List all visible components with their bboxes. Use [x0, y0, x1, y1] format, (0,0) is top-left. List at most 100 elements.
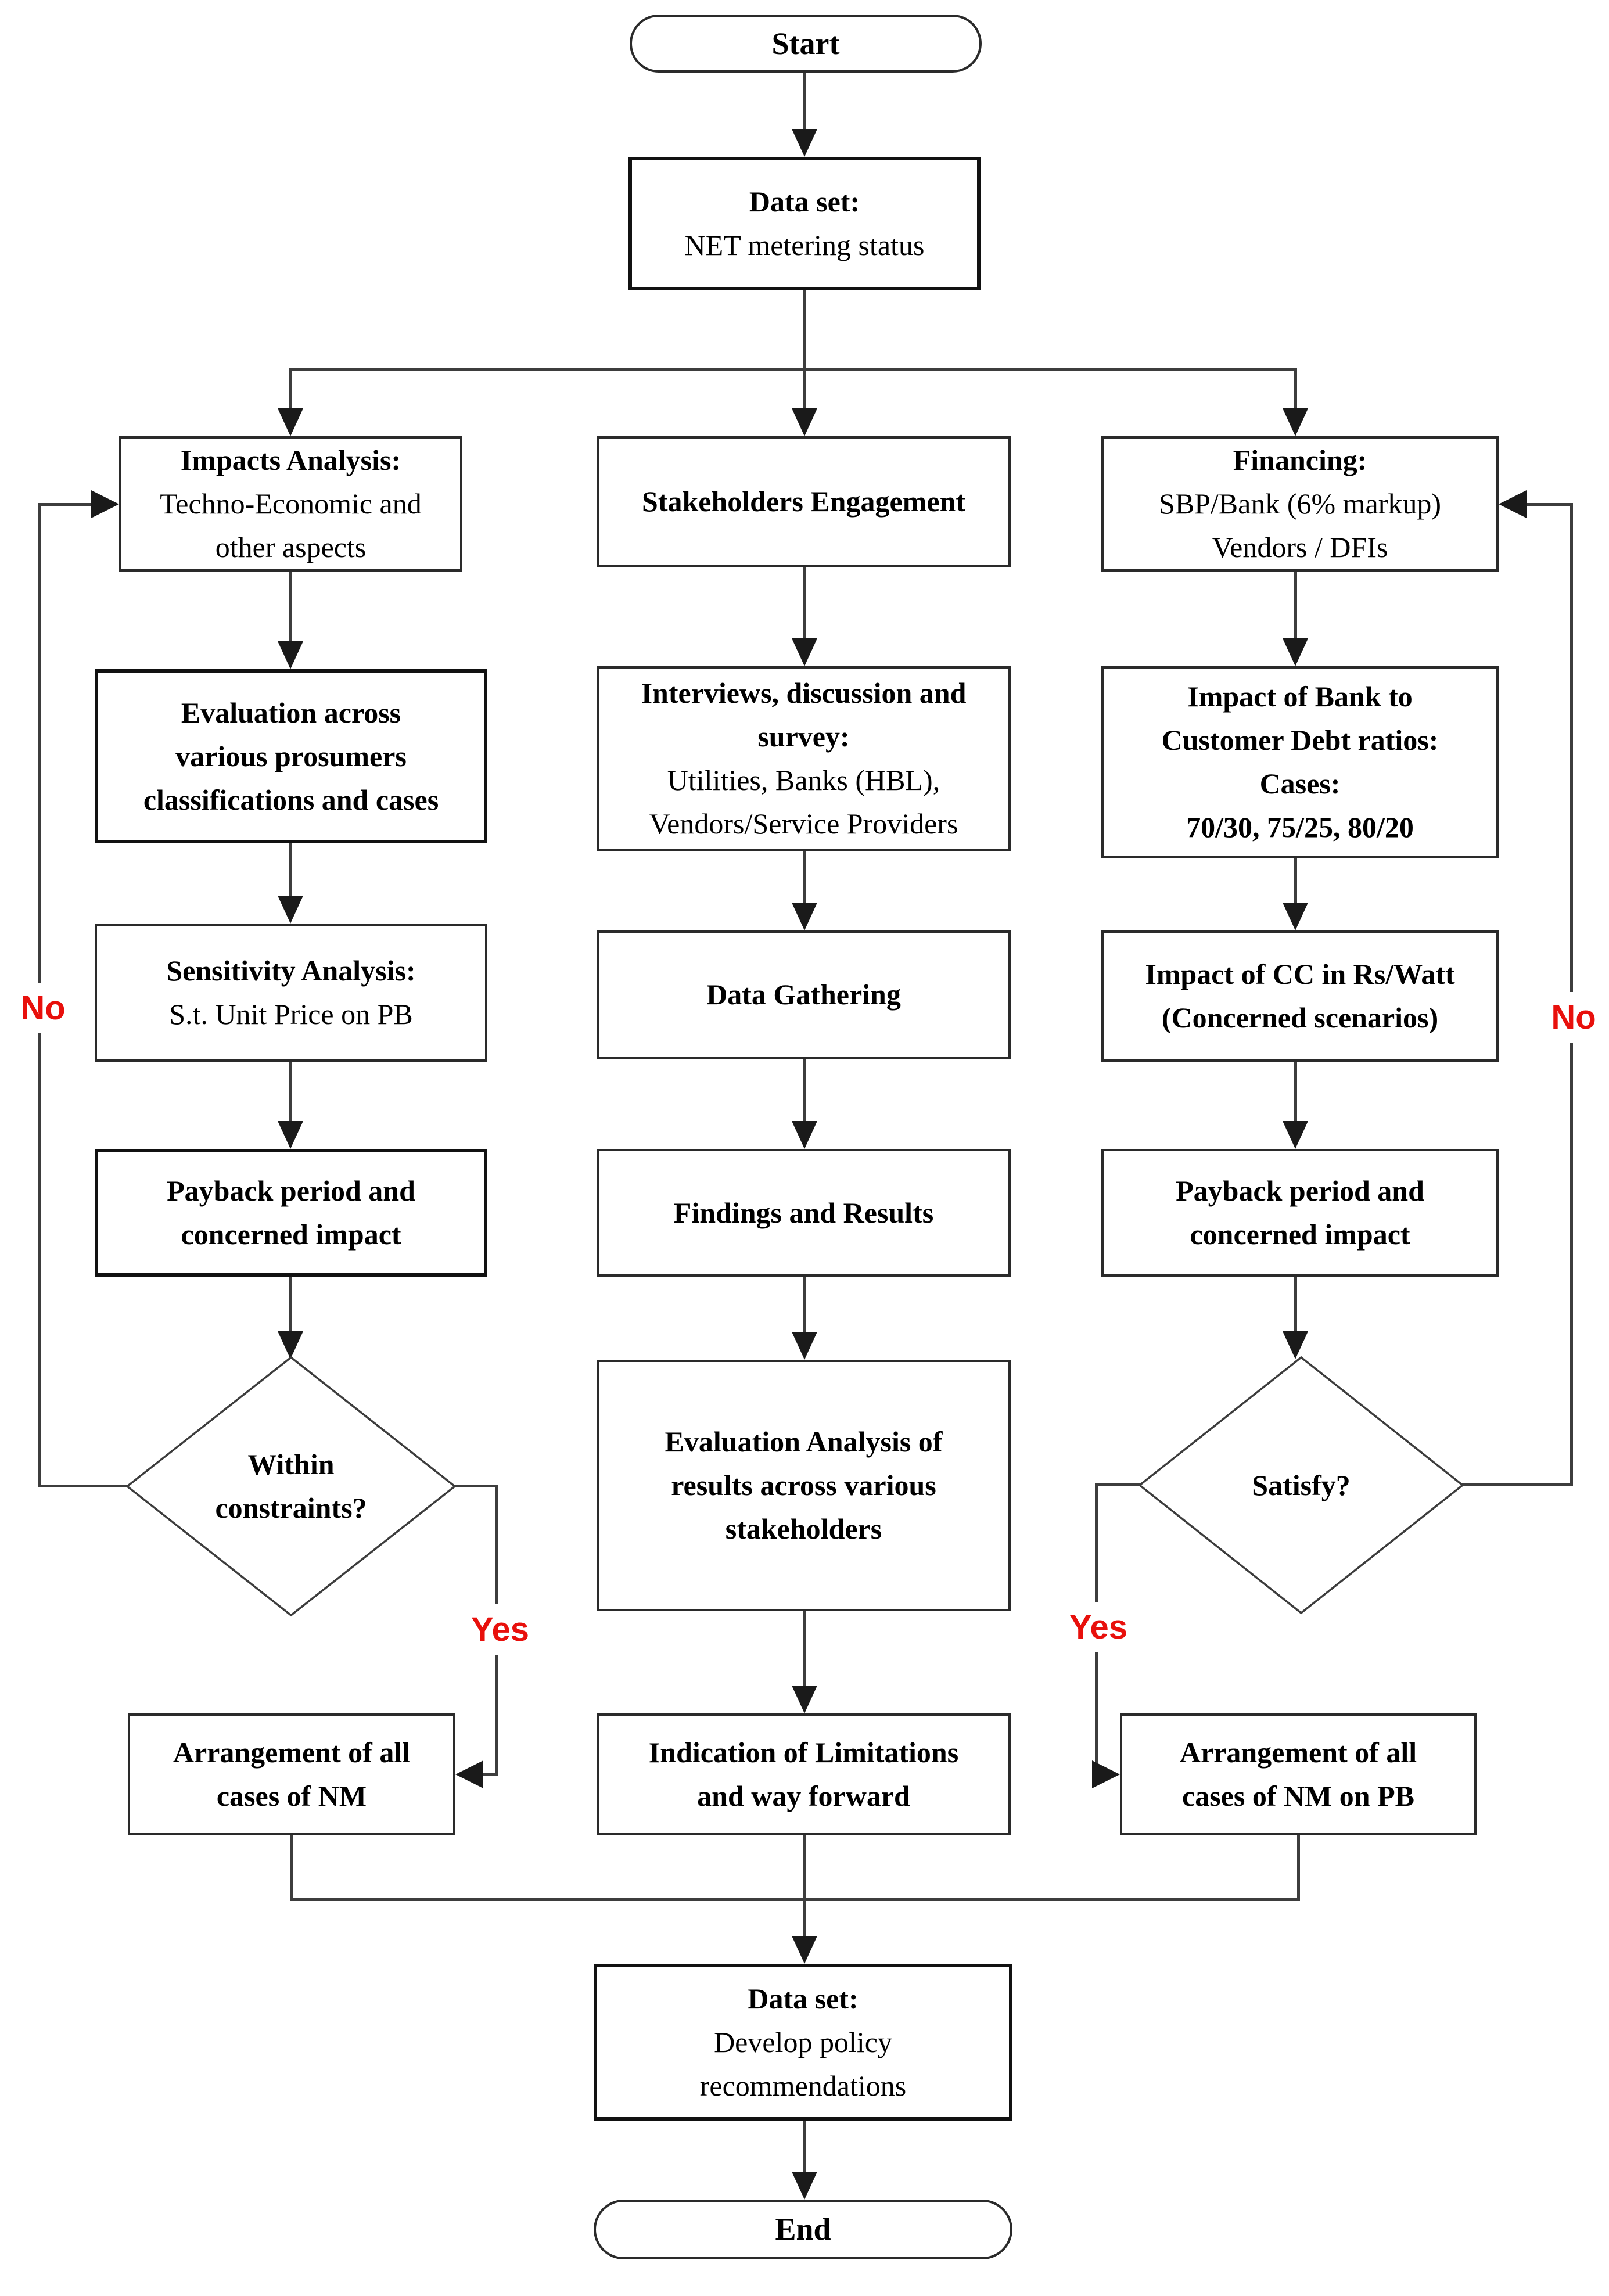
eval-analysis-line3: stakeholders [725, 1512, 882, 1545]
arrangement-nm-pb-line1: Arrangement of all [1179, 1736, 1417, 1769]
edge-no-left-horizontal [38, 1485, 130, 1487]
data-gathering-title: Data Gathering [706, 978, 901, 1011]
arrowhead-into-financing [1283, 408, 1308, 436]
dataset-bottom-line2: recommendations [699, 2069, 907, 2102]
payback-left-line1: Payback period and [167, 1174, 415, 1207]
node-arrangement-nm-pb: Arrangement of all cases of NM on PB [1120, 1713, 1477, 1835]
interviews-line1: Utilities, Banks (HBL), [667, 764, 940, 796]
edge-impactbank-impactcc [1294, 858, 1297, 904]
edge-payback-satisfy [1294, 1277, 1297, 1332]
node-impacts-analysis: Impacts Analysis: Techno-Economic and ot… [119, 436, 462, 572]
diamond-satisfy-text: Satisfy? [1137, 1355, 1465, 1615]
node-payback-right: Payback period and concerned impact [1101, 1149, 1499, 1277]
edge-no-left-return [38, 503, 94, 506]
interviews-line2: Vendors/Service Providers [649, 807, 958, 840]
evaluation-line1: Evaluation across [181, 696, 401, 729]
within-constraints-line2: constraints? [215, 1492, 367, 1524]
edge-indication-datasetbottom [803, 1835, 806, 1937]
edge-merge-horizontal [290, 1898, 1300, 1901]
node-impact-cc: Impact of CC in Rs/Watt (Concerned scena… [1101, 930, 1499, 1062]
dataset-top-title: Data set: [749, 185, 860, 218]
arrowhead-into-evalanalysis [792, 1332, 817, 1360]
impacts-line1: Techno-Economic and [160, 487, 422, 520]
edge-dataset-branch [803, 290, 806, 410]
financing-title: Financing: [1233, 444, 1367, 476]
label-no-left: No [5, 983, 81, 1033]
findings-title: Findings and Results [673, 1196, 934, 1229]
edge-no-right-return [1527, 503, 1573, 506]
arrangement-nm-line2: cases of NM [216, 1780, 367, 1812]
node-stakeholders-engagement: Stakeholders Engagement [597, 436, 1011, 567]
arrowhead-into-gathering [792, 903, 817, 930]
financing-line2: Vendors / DFIs [1212, 531, 1388, 563]
node-financing: Financing: SBP/Bank (6% markup) Vendors … [1101, 436, 1499, 572]
edge-findings-evalanalysis [803, 1277, 806, 1333]
arrowhead-into-stakeholders [792, 408, 817, 436]
arrowhead-into-impactbank [1283, 638, 1308, 666]
dataset-top-line1: NET metering status [684, 229, 925, 261]
indication-line1: Indication of Limitations [648, 1736, 959, 1769]
dataset-bottom-title: Data set: [748, 1982, 859, 2015]
payback-left-line2: concerned impact [181, 1218, 401, 1251]
node-interviews-survey: Interviews, discussion and survey: Utili… [597, 666, 1011, 851]
impact-bank-line2: Customer Debt ratios: [1161, 724, 1439, 756]
stakeholders-title: Stakeholders Engagement [642, 485, 965, 518]
impact-bank-line1: Impact of Bank to [1187, 680, 1413, 713]
edge-yes-left-horizontal [452, 1485, 498, 1487]
arrowhead-no-left-into-impacts [91, 490, 119, 518]
node-arrangement-nm: Arrangement of all cases of NM [128, 1713, 455, 1835]
node-evaluation-prosumers: Evaluation across various prosumers clas… [95, 669, 487, 843]
financing-line1: SBP/Bank (6% markup) [1158, 487, 1442, 520]
diamond-within-constraints [125, 1356, 457, 1617]
node-end: End [594, 2200, 1012, 2259]
diamond-within-constraints-text: Within constraints? [125, 1355, 457, 1618]
edge-payback-diamond [289, 1277, 292, 1332]
node-payback-left: Payback period and concerned impact [95, 1149, 487, 1277]
eval-analysis-line2: results across various [671, 1469, 936, 1501]
arrowhead-yes-right-into-arrangement [1092, 1760, 1120, 1788]
arrowhead-into-impacts [278, 408, 303, 436]
edge-evalanalysis-indication [803, 1611, 806, 1687]
arrangement-nm-pb-line2: cases of NM on PB [1182, 1780, 1414, 1812]
satisfy-line1: Satisfy? [1252, 1468, 1351, 1501]
arrowhead-into-impactcc [1283, 903, 1308, 930]
edge-datasetbottom-end [803, 2121, 806, 2173]
edge-branch-left-drop [289, 369, 292, 410]
dataset-bottom-line1: Develop policy [714, 2025, 892, 2058]
arrangement-nm-line1: Arrangement of all [173, 1736, 411, 1769]
arrowhead-into-indication [792, 1686, 817, 1713]
arrowhead-into-findings [792, 1121, 817, 1149]
impact-cc-line2: (Concerned scenarios) [1161, 1001, 1439, 1034]
payback-right-line1: Payback period and [1176, 1174, 1424, 1207]
edge-financing-impactbank [1294, 572, 1297, 639]
arrowhead-into-dataset-bottom [792, 1936, 817, 1964]
payback-right-line2: concerned impact [1190, 1218, 1410, 1251]
edge-start-dataset [803, 73, 806, 130]
edge-yes-left-into-box [481, 1773, 498, 1776]
node-data-gathering: Data Gathering [597, 930, 1011, 1059]
edge-no-right-horizontal [1461, 1483, 1573, 1486]
edge-impactcc-payback [1294, 1062, 1297, 1122]
end-label: End [775, 2212, 831, 2247]
arrowhead-into-payback-left [278, 1121, 303, 1149]
arrowhead-into-evaluation [278, 641, 303, 669]
sensitivity-line1: S.t. Unit Price on PB [169, 998, 413, 1030]
arrowhead-into-sensitivity [278, 896, 303, 924]
arrowhead-into-interviews [792, 638, 817, 666]
impact-cc-line1: Impact of CC in Rs/Watt [1145, 958, 1455, 990]
edge-arrangement-right-drop [1297, 1835, 1300, 1901]
evaluation-line2: various prosumers [175, 739, 407, 772]
edge-impacts-evaluation [289, 572, 292, 642]
edge-interviews-gathering [803, 851, 806, 904]
label-no-right: No [1535, 992, 1609, 1043]
edge-stakeholders-interviews [803, 567, 806, 639]
edge-branch-right-drop [1294, 369, 1297, 410]
node-dataset-bottom: Data set: Develop policy recommendations [594, 1964, 1012, 2121]
interviews-title2: survey: [757, 720, 850, 753]
impacts-line2: other aspects [215, 531, 367, 563]
node-dataset-top: Data set: NET metering status [628, 157, 981, 290]
evaluation-line3: classifications and cases [143, 783, 439, 816]
sensitivity-title: Sensitivity Analysis: [166, 954, 416, 987]
impacts-title: Impacts Analysis: [180, 444, 401, 476]
